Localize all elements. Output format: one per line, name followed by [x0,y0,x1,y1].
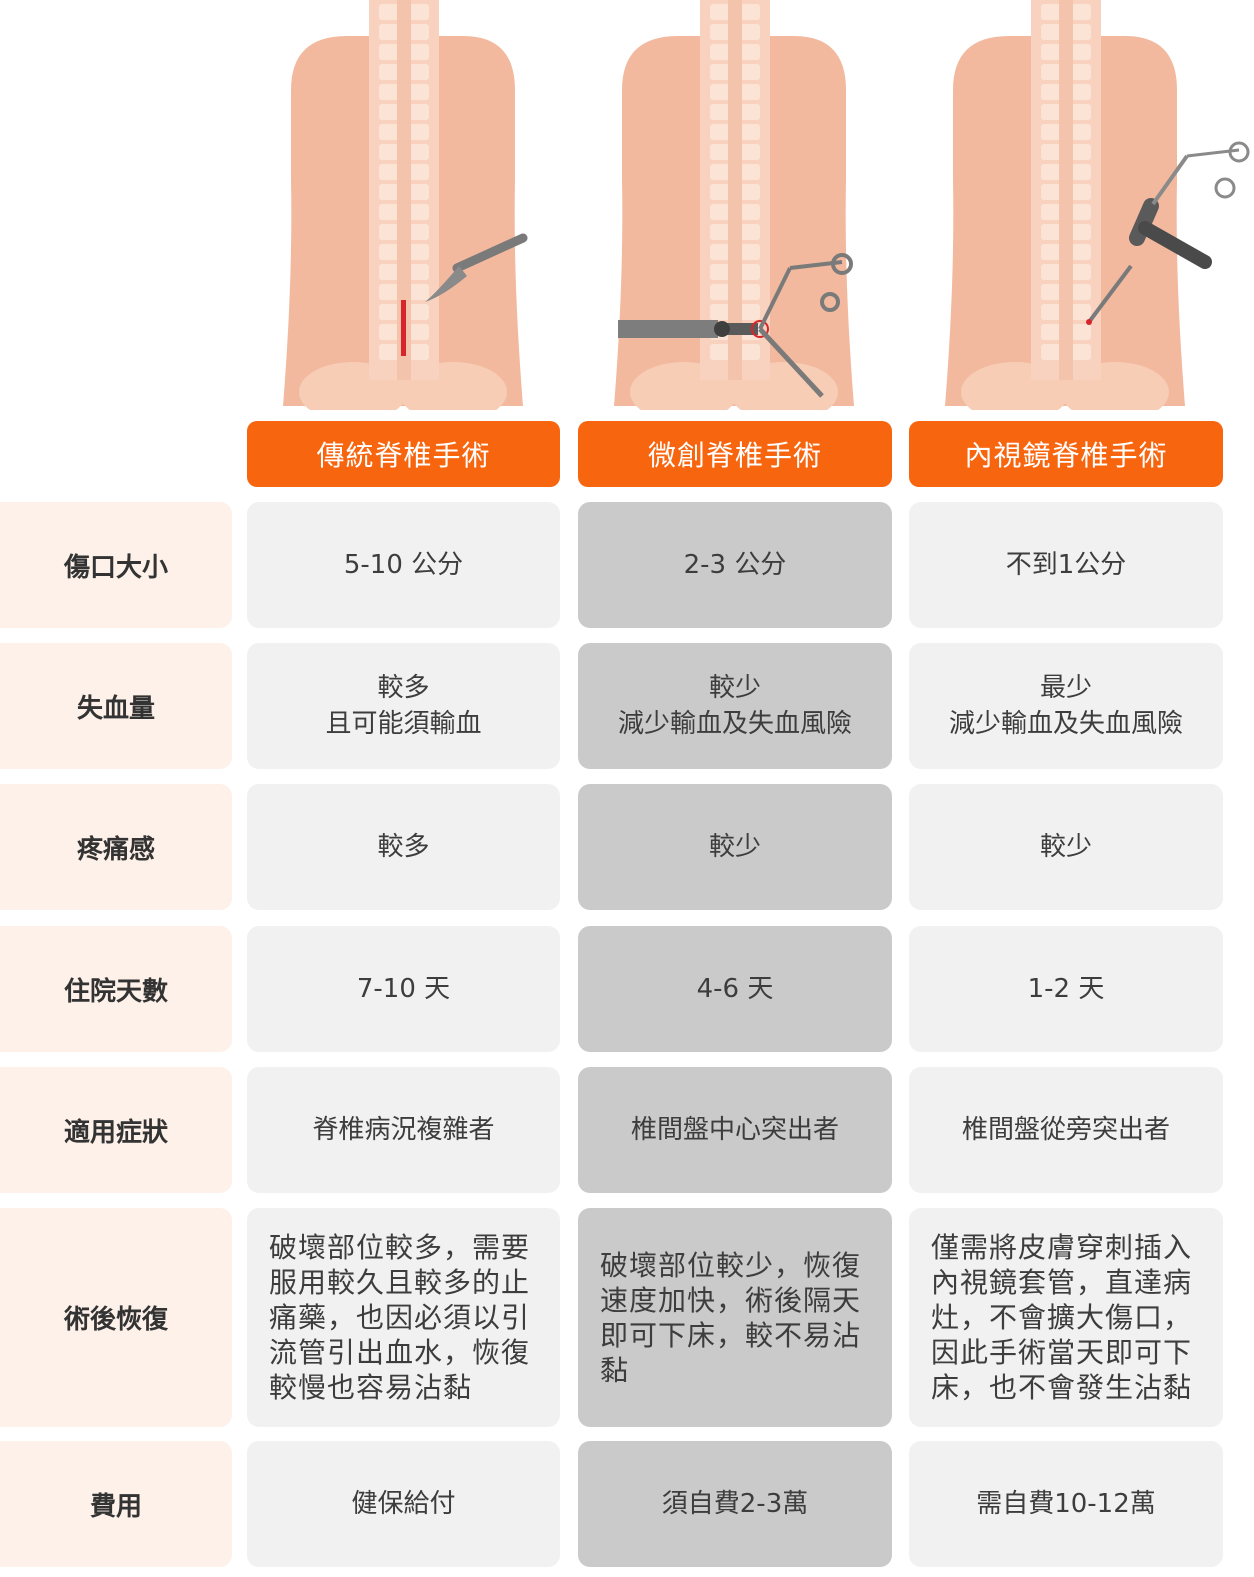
table-cell: 1-2 天 [909,926,1223,1052]
cell-text-line: 僅需將皮膚穿刺插入 [931,1231,1193,1264]
cell-text-line: 脊椎病況複雜者 [312,1115,495,1145]
table-cell: 健保給付 [247,1441,560,1567]
cell-text-line: 4-6 天 [696,974,774,1004]
table-cell: 5-10 公分 [247,502,560,628]
row-label: 適用症狀 [0,1067,232,1193]
cell-text-line: 破壞部位較多，需要 [269,1231,531,1264]
cell-text-line: 黏 [600,1353,630,1387]
table-cell: 較少 [909,784,1223,910]
row-label: 術後恢復 [0,1208,232,1427]
table-cell: 椎間盤中心突出者 [578,1067,892,1193]
table-cell: 椎間盤從旁突出者 [909,1067,1223,1193]
cell-text-line: 較少 [708,673,761,703]
back-illustration-traditional [283,0,528,410]
table-cell: 4-6 天 [578,926,892,1052]
cell-text-line: 即可下床，較不易沾 [600,1318,862,1352]
spine-icon [369,0,439,380]
table-cell: 較多 [247,784,560,910]
cell-text-line: 流管引出血水，恢復 [269,1336,531,1369]
cell-text-line: 內視鏡套管，直達病 [931,1266,1193,1299]
cell-text-line: 椎間盤中心突出者 [630,1115,839,1145]
table-cell: 僅需將皮膚穿刺插入內視鏡套管，直達病灶，不會擴大傷口，因此手術當天即可下床，也不… [909,1208,1223,1427]
cell-text-line: 服用較久且較多的止 [269,1266,531,1299]
row-label: 疼痛感 [0,784,232,910]
cell-text-line: 較少 [708,832,761,862]
column-header-minimally-invasive: 微創脊椎手術 [578,421,892,487]
cell-text-line: 椎間盤從旁突出者 [961,1115,1170,1145]
spine-icon [1031,0,1101,380]
cell-text-line: 因此手術當天即可下 [931,1336,1193,1369]
back-illustration-minimally-invasive [614,0,854,410]
cell-text-line: 減少輸血及失血風險 [948,709,1183,739]
row-label: 費用 [0,1441,232,1567]
table-cell: 最少減少輸血及失血風險 [909,643,1223,769]
cell-text-line: 灶，不會擴大傷口， [931,1301,1193,1334]
table-cell: 須自費2-3萬 [578,1441,892,1567]
cell-text-line: 需自費10-12萬 [976,1489,1156,1519]
cell-text-line: 痛藥，也因必須以引 [269,1301,531,1334]
column-header-endoscopic: 內視鏡脊椎手術 [909,421,1223,487]
cell-text-line: 1-2 天 [1027,974,1105,1004]
incision-mark [401,300,406,356]
cell-text-line: 健保給付 [351,1489,456,1519]
scalpel-icon [425,233,528,302]
table-cell: 破壞部位較多，需要服用較久且較多的止痛藥，也因必須以引流管引出血水，恢復較慢也容… [247,1208,560,1427]
endoscope-icon [1086,141,1250,325]
cell-text-line: 減少輸血及失血風險 [617,709,852,739]
cell-text-line: 須自費2-3萬 [661,1489,809,1519]
cell-text-line: 速度加快，術後隔天 [600,1283,862,1317]
row-label: 傷口大小 [0,502,232,628]
cell-text-line: 最少 [1039,673,1092,703]
table-cell: 較多且可能須輸血 [247,643,560,769]
spine-icon [700,0,770,380]
cell-text-line: 5-10 公分 [343,550,464,580]
table-cell: 較少減少輸血及失血風險 [578,643,892,769]
table-cell: 7-10 天 [247,926,560,1052]
column-header-traditional: 傳統脊椎手術 [247,421,560,487]
cell-text-line: 不到1公分 [1005,550,1127,580]
cell-text-line: 2-3 公分 [683,550,787,580]
table-cell: 脊椎病況複雜者 [247,1067,560,1193]
cell-text-line: 且可能須輸血 [325,709,482,739]
cell-text-line: 較少 [1039,832,1092,862]
row-label: 住院天數 [0,926,232,1052]
table-cell: 破壞部位較少，恢復速度加快，術後隔天即可下床，較不易沾黏 [578,1208,892,1427]
cell-text-line: 較慢也容易沾黏 [269,1371,473,1404]
cell-text-line: 7-10 天 [356,974,451,1004]
table-cell: 較少 [578,784,892,910]
row-label: 失血量 [0,643,232,769]
retractor-icon [618,253,853,398]
cell-text-line: 破壞部位較少，恢復 [600,1248,862,1282]
cell-text-line: 較多 [377,673,430,703]
table-cell: 2-3 公分 [578,502,892,628]
cell-text-line: 床，也不會發生沾黏 [931,1371,1193,1404]
back-illustration-endoscopic [945,0,1250,410]
cell-text-line: 較多 [377,832,430,862]
table-cell: 需自費10-12萬 [909,1441,1223,1567]
table-cell: 不到1公分 [909,502,1223,628]
